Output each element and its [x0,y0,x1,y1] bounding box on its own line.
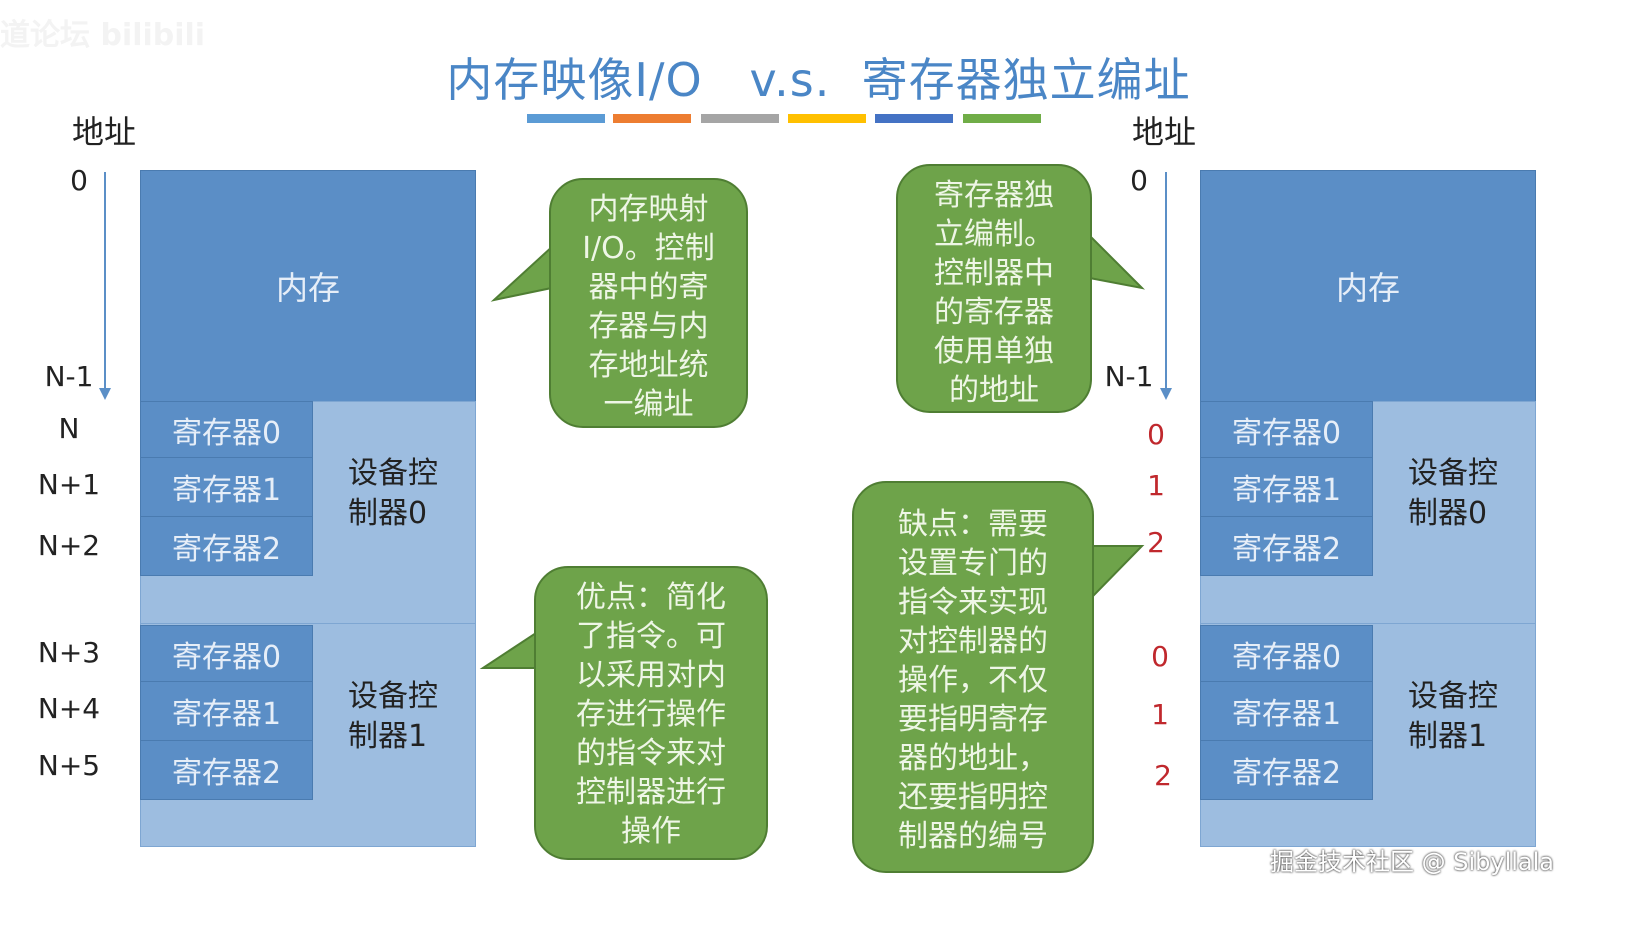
right-reg-addr-2b: 2 [1154,759,1172,792]
callout-advantage: 优点：简化 了指令。可 以采用对内 存进行操作 的指令来对 控制器进行 操作 [534,566,768,860]
callout-disadvantage: 缺点：需要 设置专门的 指令来实现 对控制器的 操作，不仅 要指明寄存 器的地址… [852,481,1094,873]
right-ctrl0-label: 设备控 制器0 [1408,456,1498,531]
title-bar-3 [701,114,779,123]
right-reg-addr-0b: 0 [1151,640,1169,673]
left-addr-n: N [58,412,80,445]
right-reg-addr-1a: 1 [1147,469,1165,502]
left-addr-n+1: N+1 [37,468,101,501]
right-ctrl1-register-0: 寄存器0 [1200,625,1373,682]
callout-independent: 寄存器独 立编制。 控制器中 的寄存器 使用单独 的地址 [896,164,1092,413]
right-ctrl0-register-0: 寄存器0 [1200,401,1373,458]
bilibili-logo: 道论坛 bilibili [0,18,206,53]
left-address-axis [104,172,106,388]
right-reg-addr-2a: 2 [1147,526,1165,559]
right-address-header: 地址 [1132,113,1197,151]
left-ctrl0-register-2: 寄存器2 [140,516,313,576]
title-bar-1 [527,114,605,123]
left-ctrl0-register-0: 寄存器0 [140,401,313,458]
left-addr-n+5: N+5 [37,749,101,782]
watermark: 掘金技术社区 @ Sibyllala [1270,848,1555,876]
left-addr-n+2: N+2 [37,529,101,562]
right-memory-block: 内存 [1200,170,1536,402]
title-bar-5 [875,114,953,123]
right-ctrl1-label: 设备控 制器1 [1408,679,1498,754]
right-addr-0: 0 [1130,164,1148,197]
right-reg-addr-0a: 0 [1147,418,1165,451]
right-address-axis [1165,172,1167,388]
page-title: 内存映像I/O v.s. 寄存器独立编址 [446,53,1191,107]
left-addr-n+3: N+3 [37,636,101,669]
title-bar-2 [613,114,691,123]
left-ctrl0-register-1: 寄存器1 [140,457,313,517]
right-ctrl1-register-1: 寄存器1 [1200,681,1373,741]
left-ctrl1-register-1: 寄存器1 [140,681,313,741]
left-ctrl1-register-2: 寄存器2 [140,740,313,800]
left-memory-block: 内存 [140,170,476,402]
right-ctrl0-register-2: 寄存器2 [1200,516,1373,576]
left-address-header: 地址 [72,113,137,151]
right-addr-n-1: N-1 [1104,360,1154,393]
right-ctrl1-register-2: 寄存器2 [1200,740,1373,800]
left-addr-0: 0 [70,164,88,197]
left-ctrl1-register-0: 寄存器0 [140,625,313,682]
callout-memory-mapped: 内存映射 I/O。控制 器中的寄 存器与内 存地址统 一编址 [549,178,748,428]
right-ctrl0-register-1: 寄存器1 [1200,457,1373,517]
left-ctrl0-label: 设备控 制器0 [348,456,438,531]
right-reg-addr-1b: 1 [1151,698,1169,731]
title-bar-6 [963,114,1041,123]
left-addr-n+4: N+4 [37,692,101,725]
left-axis-arrow-icon [99,388,111,400]
right-axis-arrow-icon [1160,388,1172,400]
left-addr-n-1: N-1 [44,360,94,393]
left-ctrl1-label: 设备控 制器1 [348,679,438,754]
title-bar-4 [788,114,866,123]
